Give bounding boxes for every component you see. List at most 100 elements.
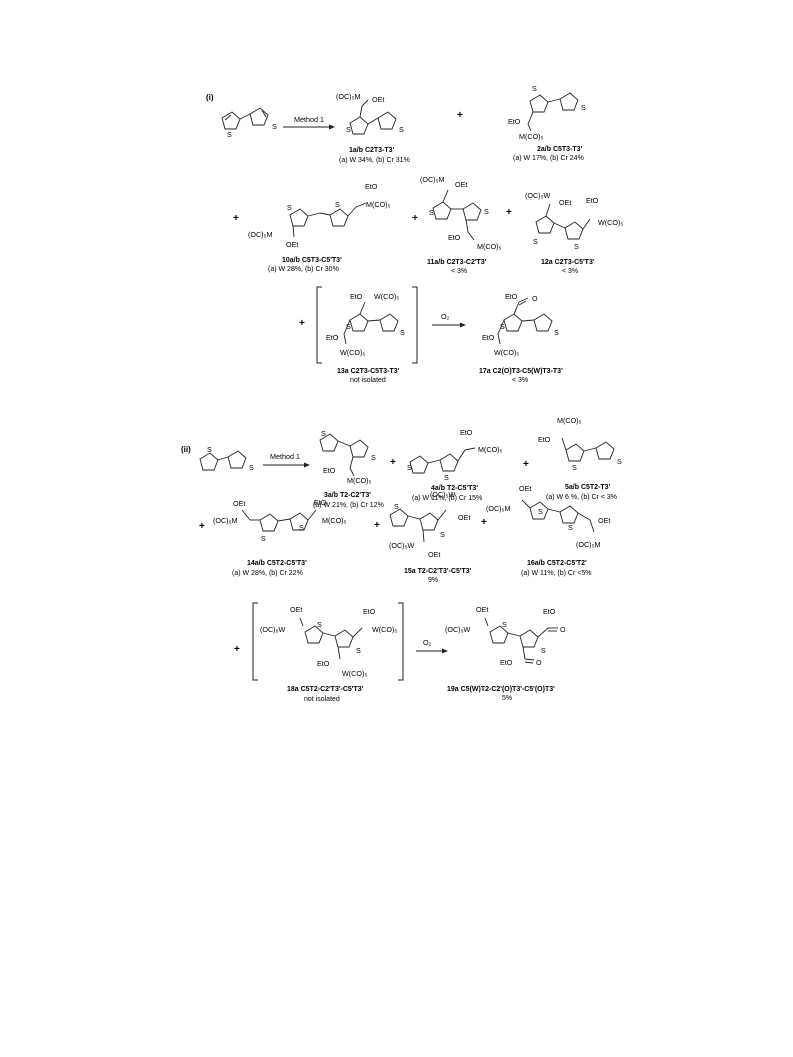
structure-1ab [349, 99, 397, 135]
17a-w: W(CO)₅ [494, 348, 519, 357]
11ab-eto: EtO [448, 233, 461, 242]
16ab-oet1: OEt [519, 484, 531, 493]
plus-sign: + [199, 521, 205, 532]
yield-18a: not isolated [304, 696, 340, 703]
oxidation-arrow-i [432, 322, 466, 328]
atom-s-r2: S [272, 122, 277, 131]
label-18a: 18a C5T2-C2'T3'-C5'T3' [287, 686, 364, 693]
16ab-metal1: (OC)₅M [486, 504, 510, 513]
oxidant-label-i: O₂ [441, 312, 450, 321]
1ab-oet: OEt [372, 95, 384, 104]
15a-oet1: OEt [458, 513, 470, 522]
13a-s2: S [400, 328, 405, 337]
2ab-s1: S [532, 84, 537, 93]
yield-3ab: (a) W 21%, (b) Cr 12% [313, 502, 384, 509]
plus-sign: + [374, 520, 380, 531]
yield-19a: 5% [502, 695, 512, 702]
12a-s2: S [574, 242, 579, 251]
yield-16ab: (a) W 11%, (b) Cr <5% [521, 570, 591, 577]
14ab-eto: EtO [314, 498, 327, 507]
18a-eto1: EtO [363, 607, 376, 616]
label-3ab: 3a/b T2-C2'T3' [324, 492, 371, 499]
2ab-metal: M(CO)₅ [519, 132, 544, 141]
label-17a: 17a C2(O)T3-C5(W)T3-T3' [479, 368, 563, 375]
label-10ab: 10a/b C5T3-C5'T3' [282, 257, 342, 264]
15a-s2: S [440, 530, 445, 539]
12a-w1: (OC)₅W [525, 191, 550, 200]
reaction-arrow-i [283, 124, 335, 130]
5ab-s2: S [617, 457, 622, 466]
19a-w: (OC)₅W [445, 625, 470, 634]
structure-13a [343, 301, 399, 345]
structure-3ab [319, 433, 369, 477]
16ab-metal2: (OC)₅M [576, 540, 600, 549]
18a-s2: S [356, 646, 361, 655]
3ab-eto: EtO [323, 466, 336, 475]
atom-s-r1: S [227, 130, 232, 139]
3ab-s2: S [371, 453, 376, 462]
plus-sign: + [234, 644, 240, 655]
19a-o2: O [536, 658, 542, 667]
reactant-bithiophene-ii [199, 450, 247, 471]
bracket-right-18a [398, 602, 404, 681]
plus-sign: + [523, 459, 529, 470]
label-5ab: 5a/b C5T2-T3' [565, 484, 611, 491]
plus-sign: + [481, 517, 487, 528]
bracket-left-18a [252, 602, 258, 681]
label-19a: 19a C5(W)T2-C2'(O)T3'-C5'(O)T3' [447, 686, 555, 693]
10ab-metal2: (OC)₅M [248, 230, 272, 239]
plus-sign: + [506, 207, 512, 218]
5ab-metal: M(CO)₅ [557, 416, 582, 425]
yield-14ab: (a) W 28%, (b) Cr 22% [232, 570, 303, 577]
structure-16ab [521, 499, 595, 533]
structure-4ab [409, 447, 476, 474]
method-label-ii: Method 1 [270, 452, 300, 461]
12a-oet: OEt [559, 198, 571, 207]
structure-12a [535, 203, 591, 240]
structure-18a [299, 617, 363, 660]
15a-w2: (OC)₅W [389, 541, 414, 550]
plus-sign: + [390, 457, 396, 468]
2ab-s2: S [581, 103, 586, 112]
10ab-oet: OEt [286, 240, 298, 249]
method-label-i: Method 1 [294, 115, 324, 124]
16ab-s1: S [538, 507, 543, 516]
yield-2ab: (a) W 17%, (b) Cr 24% [513, 155, 584, 162]
13a-s1: S [346, 322, 351, 331]
4ab-eto: EtO [460, 428, 473, 437]
1ab-s2: S [399, 125, 404, 134]
3ab-s1: S [321, 429, 326, 438]
13a-eto1: EtO [350, 292, 363, 301]
11ab-metal2: M(CO)₅ [477, 242, 502, 251]
1ab-s1: S [346, 125, 351, 134]
structure-17a [497, 297, 553, 345]
label-13a: 13a C2T3-C5T3-T3' [337, 368, 400, 375]
label-12a: 12a C2T3-C5'T3' [541, 259, 595, 266]
11ab-oet: OEt [455, 180, 467, 189]
18a-w2: W(CO)₅ [372, 625, 397, 634]
label-15a: 15a T2-C2'T3'-C5'T3' [404, 568, 472, 575]
17a-s1: S [500, 322, 505, 331]
structure-10ab [289, 202, 367, 238]
oxidant-label-ii: O₂ [423, 638, 432, 647]
4ab-metal: M(CO)₅ [478, 445, 503, 454]
yield-13a: not isolated [350, 377, 386, 384]
yield-12a: < 3% [562, 268, 578, 275]
11ab-metal1: (OC)₅M [420, 175, 444, 184]
label-2ab: 2a/b C5T3-T3' [537, 146, 583, 153]
14ab-oet: OEt [233, 499, 245, 508]
3ab-metal: M(CO)₅ [347, 476, 372, 485]
4ab-s1: S [407, 463, 412, 472]
18a-w1: (OC)₅W [260, 625, 285, 634]
yield-5ab: (a) W 6 %, (b) Cr < 3% [546, 494, 617, 501]
2ab-eto: EtO [508, 117, 521, 126]
19a-eto1: EtO [543, 607, 556, 616]
atom-s-r4: S [249, 463, 254, 472]
structure-14ab [241, 509, 317, 532]
atom-s-r3: S [207, 445, 212, 454]
label-14ab: 14a/b C5T2-C5'T3' [247, 560, 307, 567]
15a-w1: (OC)₅W [430, 490, 455, 499]
structure-2ab [527, 92, 579, 132]
12a-s1: S [533, 237, 538, 246]
14ab-metal1: (OC)₅M [213, 516, 237, 525]
